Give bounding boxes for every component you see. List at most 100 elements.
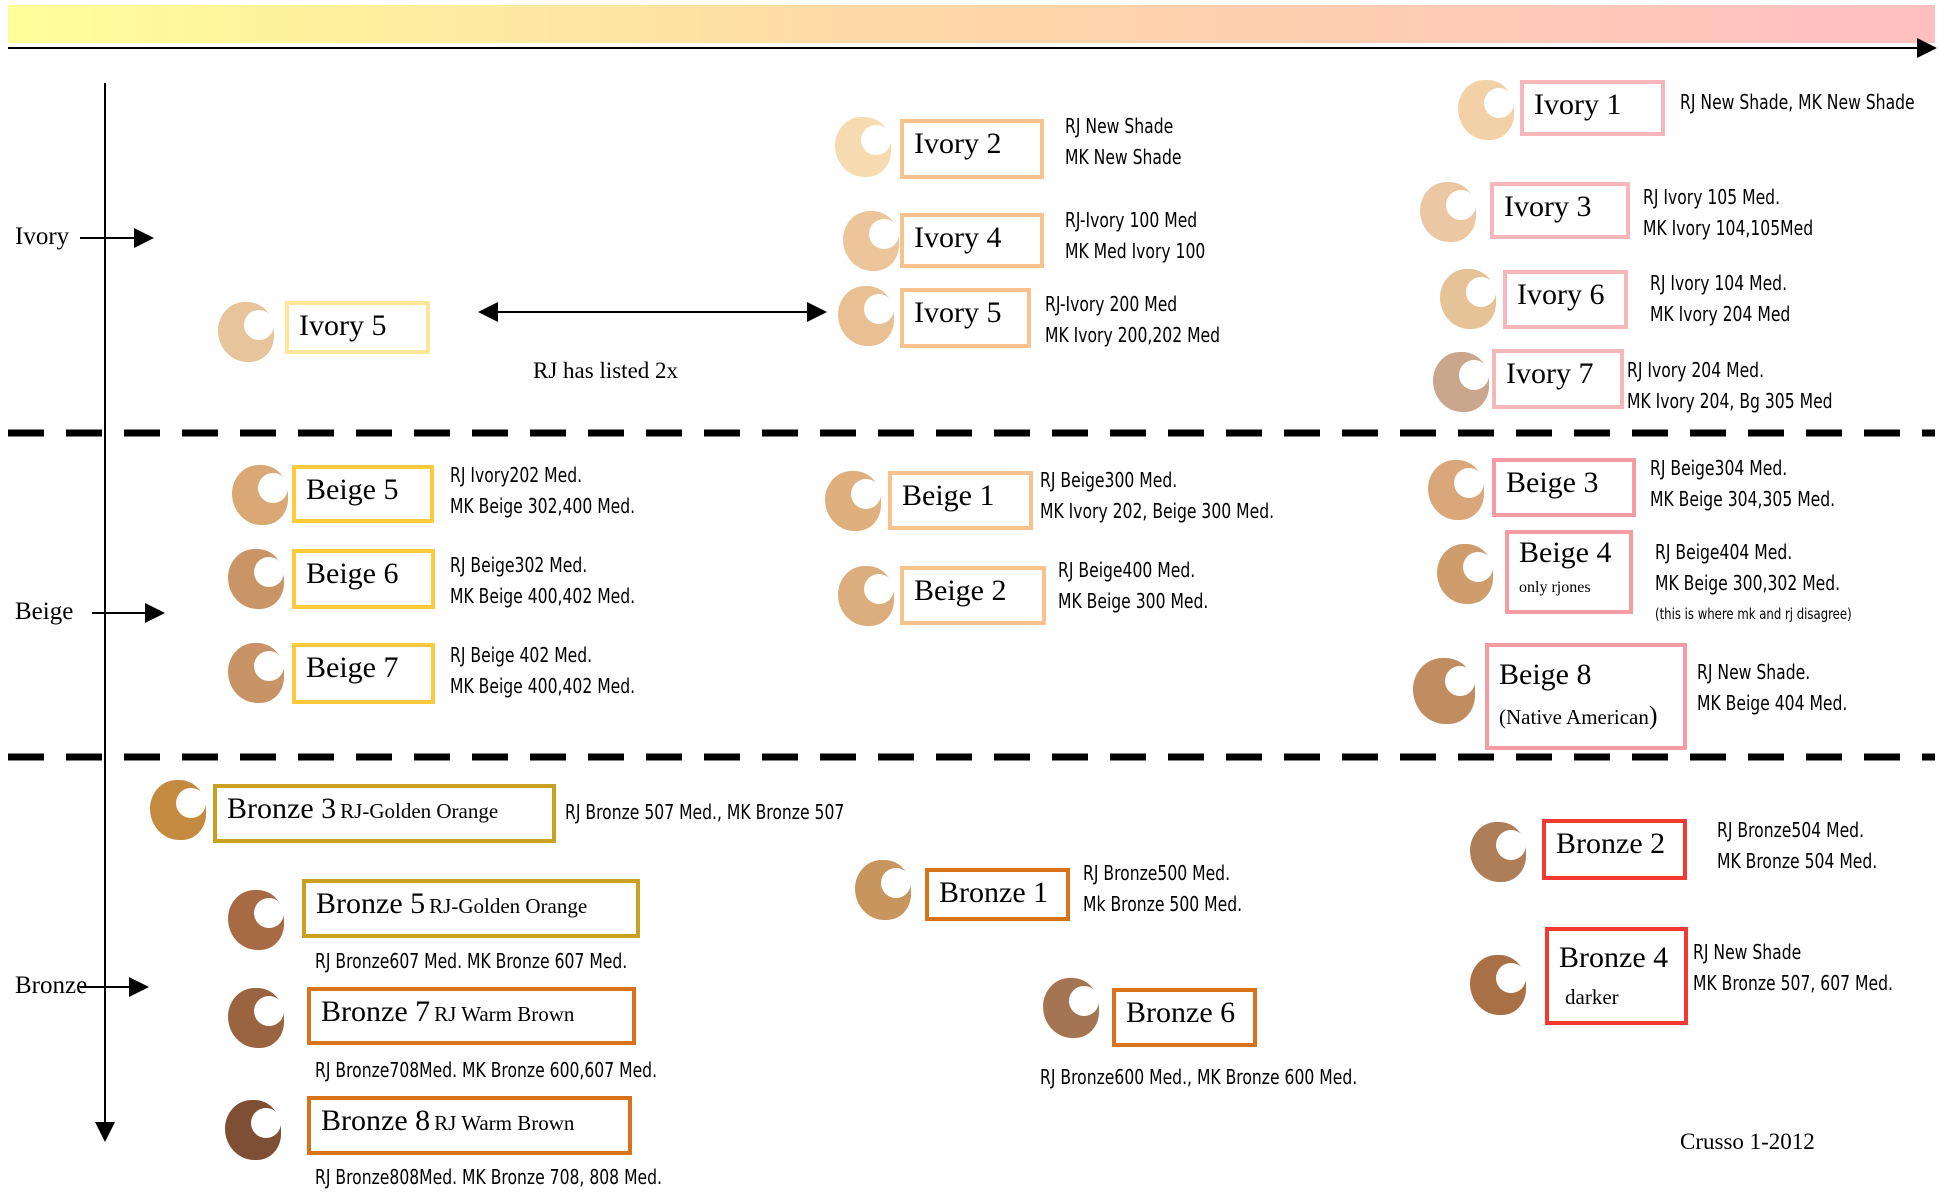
ivory6-swatch — [1440, 269, 1496, 329]
bronze7-note: RJ Bronze708Med. MK Bronze 600,607 Med. — [315, 1058, 658, 1082]
shade-name: Beige 1 — [902, 479, 995, 512]
shade-name: Bronze 5 — [316, 887, 426, 920]
ivory5-left-box: Ivory 5 — [285, 301, 430, 354]
bronze4-box: Bronze 4 darker — [1545, 927, 1688, 1025]
ivory3-box: Ivory 3 — [1490, 182, 1630, 239]
beige3-box: Beige 3 — [1492, 458, 1636, 517]
beige2-swatch — [838, 566, 894, 626]
beige8-note: RJ New Shade. MK Beige 404 Med. — [1697, 660, 1848, 715]
bronze8-swatch — [225, 1100, 281, 1160]
ivory6-box: Ivory 6 — [1503, 270, 1628, 329]
shade-name: Beige 7 — [306, 651, 399, 684]
beige8-box: Beige 8 (Native American) — [1485, 643, 1687, 750]
shade-sub: RJ-Golden Orange — [340, 799, 499, 823]
bronze3-swatch — [150, 780, 206, 840]
shade-sub: RJ Warm Brown — [434, 1111, 575, 1135]
ivory3-note: RJ Ivory 105 Med. MK Ivory 104,105Med — [1643, 185, 1814, 240]
bronze7-swatch — [228, 988, 284, 1048]
shade-name: Ivory 2 — [914, 127, 1002, 160]
shade-name: Bronze 3 — [227, 792, 337, 825]
ivory7-note: RJ Ivory 204 Med. MK Ivory 204, Bg 305 M… — [1627, 358, 1833, 413]
beige7-note: RJ Beige 402 Med. MK Beige 400,402 Med. — [450, 643, 636, 698]
ivory4-box: Ivory 4 — [900, 213, 1044, 268]
shade-name: Ivory 5 — [914, 296, 1002, 329]
bronze2-swatch — [1470, 822, 1526, 882]
bronze8-box: Bronze 8 RJ Warm Brown — [307, 1096, 632, 1155]
beige6-note: RJ Beige302 Med. MK Beige 400,402 Med. — [450, 553, 636, 608]
ivory-category-label: Ivory — [15, 223, 70, 250]
bronze6-box: Bronze 6 — [1112, 988, 1257, 1047]
bronze5-swatch — [228, 890, 284, 950]
shade-name: Bronze 8 — [321, 1104, 431, 1137]
shade-name: Ivory 3 — [1504, 190, 1592, 223]
bronze1-box: Bronze 1 — [925, 868, 1070, 921]
bronze5-note: RJ Bronze607 Med. MK Bronze 607 Med. — [315, 949, 628, 973]
bronze3-box: Bronze 3 RJ-Golden Orange — [213, 784, 556, 843]
bronze2-box: Bronze 2 — [1542, 819, 1687, 880]
bronze5-box: Bronze 5 RJ-Golden Orange — [302, 879, 640, 938]
beige4-swatch — [1437, 544, 1493, 604]
credit-text: Crusso 1-2012 — [1680, 1129, 1815, 1154]
ivory5-box: Ivory 5 — [900, 288, 1031, 348]
ivory1-note: RJ New Shade, MK New Shade — [1680, 90, 1915, 114]
beige1-note: RJ Beige300 Med. MK Ivory 202, Beige 300… — [1040, 468, 1275, 523]
ivory5-left-swatch — [218, 302, 274, 362]
ivory7-box: Ivory 7 — [1492, 349, 1624, 409]
bronze1-swatch — [855, 860, 911, 920]
shade-name: Bronze 2 — [1556, 827, 1666, 860]
beige5-box: Beige 5 — [292, 465, 434, 523]
ivory5-note: RJ-Ivory 200 Med MK Ivory 200,202 Med — [1045, 292, 1221, 347]
shade-name: Bronze 6 — [1126, 996, 1236, 1029]
shade-name: Bronze 4 — [1559, 941, 1669, 974]
bronze4-swatch — [1470, 955, 1526, 1015]
gradient-header-bar — [8, 5, 1935, 43]
bronze-category-label: Bronze — [15, 972, 88, 999]
beige1-swatch — [825, 471, 881, 531]
ivory4-swatch — [843, 211, 899, 271]
shade-name: Ivory 5 — [299, 309, 387, 342]
listed-twice-note: RJ has listed 2x — [533, 358, 679, 383]
shade-name: Bronze 1 — [939, 876, 1049, 909]
beige5-swatch — [232, 465, 288, 525]
shade-name: Ivory 1 — [1534, 88, 1622, 121]
beige2-box: Beige 2 — [900, 566, 1046, 625]
shade-sub: RJ Warm Brown — [434, 1002, 575, 1026]
bronze1-note: RJ Bronze500 Med. Mk Bronze 500 Med. — [1083, 861, 1243, 916]
shade-sub: only rjones — [1519, 579, 1591, 596]
beige7-box: Beige 7 — [292, 643, 435, 704]
shade-name: Beige 4 — [1519, 536, 1612, 569]
beige4-box: Beige 4 only rjones — [1505, 530, 1633, 614]
shade-name: Ivory 7 — [1506, 357, 1594, 390]
shade-sub: (Native American) — [1499, 701, 1658, 730]
ivory2-note: RJ New Shade MK New Shade — [1065, 114, 1182, 169]
bronze4-note: RJ New Shade MK Bronze 507, 607 Med. — [1693, 940, 1893, 995]
bronze6-note: RJ Bronze600 Med., MK Bronze 600 Med. — [1040, 1065, 1358, 1089]
ivory1-box: Ivory 1 — [1520, 80, 1665, 136]
shade-sub: darker — [1565, 985, 1619, 1009]
shade-name: Ivory 4 — [914, 221, 1002, 254]
shade-name: Beige 5 — [306, 473, 399, 506]
bronze3-note: RJ Bronze 507 Med., MK Bronze 507 — [565, 800, 845, 824]
beige1-box: Beige 1 — [888, 471, 1033, 530]
bronze6-swatch — [1043, 978, 1099, 1038]
ivory3-swatch — [1420, 182, 1476, 242]
shade-name: Beige 8 — [1499, 658, 1592, 691]
ivory4-note: RJ-Ivory 100 Med MK Med Ivory 100 — [1065, 208, 1206, 263]
shade-name: Beige 6 — [306, 557, 399, 590]
bronze8-note: RJ Bronze808Med. MK Bronze 708, 808 Med. — [315, 1165, 662, 1189]
beige3-swatch — [1428, 460, 1484, 520]
shade-name: Beige 3 — [1506, 466, 1599, 499]
ivory7-swatch — [1433, 352, 1489, 412]
beige5-note: RJ Ivory202 Med. MK Beige 302,400 Med. — [450, 463, 636, 518]
shade-name: Bronze 7 — [321, 995, 431, 1028]
beige7-swatch — [228, 643, 284, 703]
ivory6-note: RJ Ivory 104 Med. MK Ivory 204 Med — [1650, 271, 1791, 326]
beige6-swatch — [228, 549, 284, 609]
bronze7-box: Bronze 7 RJ Warm Brown — [307, 987, 636, 1045]
beige6-box: Beige 6 — [292, 549, 435, 609]
shade-name: Ivory 6 — [1517, 278, 1605, 311]
ivory2-box: Ivory 2 — [900, 119, 1044, 179]
shade-name: Beige 2 — [914, 574, 1007, 607]
beige3-note: RJ Beige304 Med. MK Beige 304,305 Med. — [1650, 456, 1836, 511]
